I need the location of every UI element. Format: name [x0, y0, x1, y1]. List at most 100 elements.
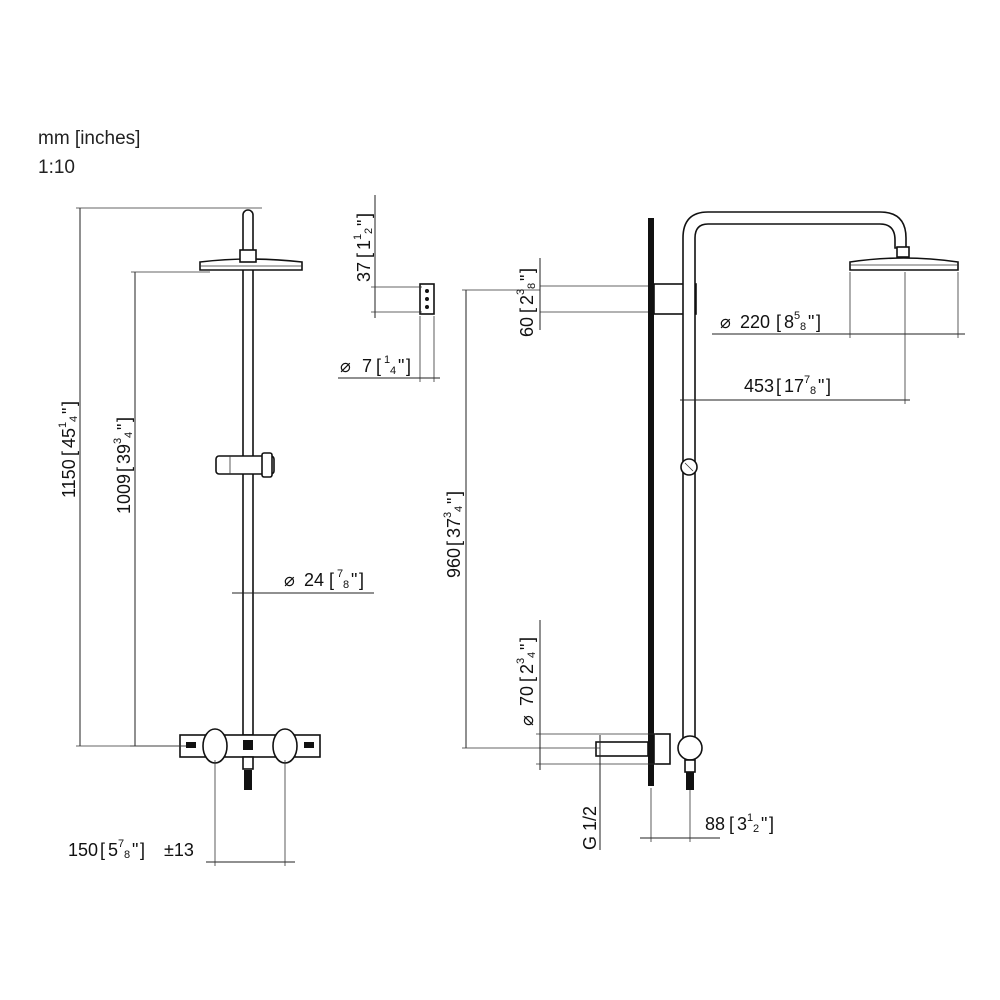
riser-and-arm	[682, 211, 907, 741]
svg-text:": "	[517, 644, 537, 650]
svg-text:⌀: ⌀	[340, 356, 351, 376]
svg-text:[: [	[59, 451, 79, 456]
units-label: mm [inches]	[38, 128, 141, 149]
svg-text:7: 7	[118, 838, 124, 850]
temp-handle	[202, 728, 228, 764]
svg-text:2: 2	[517, 295, 537, 305]
svg-text:1: 1	[57, 422, 69, 428]
svg-text:3: 3	[515, 658, 527, 664]
svg-text:4: 4	[526, 652, 538, 658]
svg-text:⌀: ⌀	[284, 570, 295, 590]
svg-text:": "	[398, 356, 404, 376]
svg-text:": "	[444, 498, 464, 504]
svg-text:]: ]	[354, 213, 374, 218]
svg-text:±13: ±13	[164, 840, 194, 860]
svg-text:7: 7	[337, 568, 343, 580]
shower-head-side	[849, 257, 959, 271]
svg-text:[: [	[729, 814, 734, 834]
svg-text:8: 8	[800, 321, 806, 333]
svg-text:5: 5	[794, 310, 800, 322]
svg-text:37: 37	[444, 518, 464, 538]
label-escutcheon: ⌀ 70 [ 2 3 4 " ]	[515, 637, 538, 726]
svg-text:39: 39	[114, 444, 134, 464]
svg-text:4: 4	[123, 432, 135, 438]
label-bracket-hole: ⌀ 7 [ 1 4 " ]	[340, 354, 411, 377]
svg-text:]: ]	[444, 491, 464, 496]
svg-text:150: 150	[68, 840, 98, 860]
svg-text:453: 453	[744, 376, 774, 396]
label-head-height: 1009 [ 39 3 4 " ]	[112, 417, 135, 514]
flow-handle	[272, 728, 298, 764]
svg-text:": "	[517, 275, 537, 281]
svg-text:": "	[354, 220, 374, 226]
svg-text:]: ]	[406, 356, 411, 376]
svg-text:1: 1	[352, 234, 364, 240]
svg-text:1: 1	[354, 240, 374, 250]
svg-text:5: 5	[108, 840, 118, 860]
svg-text:⌀: ⌀	[720, 312, 731, 332]
svg-text:[: [	[329, 570, 334, 590]
svg-text:1: 1	[747, 812, 753, 824]
side-view	[462, 211, 965, 850]
svg-text:[: [	[354, 253, 374, 258]
svg-text:8: 8	[784, 312, 794, 332]
svg-text:]: ]	[114, 417, 134, 422]
svg-text:3: 3	[442, 512, 454, 518]
label-bracket-height: 37 [ 1 1 2 " ]	[352, 213, 375, 282]
svg-text:[: [	[100, 840, 105, 860]
label-overall-height: 1150 [ 45 1 4 " ]	[57, 401, 80, 498]
svg-text:8: 8	[124, 849, 130, 861]
svg-text:[: [	[776, 312, 781, 332]
svg-text:37: 37	[354, 262, 374, 282]
svg-text:2: 2	[517, 664, 537, 674]
svg-text:]: ]	[816, 312, 821, 332]
svg-text:": "	[351, 570, 357, 590]
scale-label: 1:10	[38, 157, 75, 178]
svg-text:[: [	[517, 308, 537, 313]
svg-text:88: 88	[705, 814, 725, 834]
svg-text:2: 2	[363, 228, 375, 234]
svg-text:4: 4	[390, 365, 396, 377]
svg-text:2: 2	[753, 823, 759, 835]
label-projection: 453 [ 17 7 8 " ]	[744, 374, 831, 397]
svg-text:8: 8	[526, 283, 538, 289]
svg-text:960: 960	[444, 548, 464, 578]
svg-text:": "	[818, 376, 824, 396]
svg-text:[: [	[114, 467, 134, 472]
svg-text:8: 8	[810, 385, 816, 397]
head-joint	[239, 249, 257, 263]
valve-body	[677, 735, 703, 761]
svg-text:[: [	[376, 356, 381, 376]
svg-text:220: 220	[740, 312, 770, 332]
svg-text:4: 4	[453, 506, 465, 512]
svg-text:]: ]	[59, 401, 79, 406]
svg-text:7: 7	[362, 356, 372, 376]
svg-text:]: ]	[517, 637, 537, 642]
riser-pipe	[242, 264, 254, 736]
svg-text:1150: 1150	[59, 459, 79, 498]
svg-text:1009: 1009	[114, 474, 134, 514]
label-rail-diameter: ⌀ 24 [ 7 8 " ]	[284, 568, 364, 591]
svg-text:3: 3	[737, 814, 747, 834]
svg-text:24: 24	[304, 570, 324, 590]
label-head-diameter: ⌀ 220 [ 8 5 8 " ]	[720, 310, 821, 333]
svg-text:1: 1	[384, 354, 390, 366]
svg-text:]: ]	[140, 840, 145, 860]
svg-text:8: 8	[343, 579, 349, 591]
wall-bracket	[338, 195, 440, 382]
svg-text:[: [	[517, 677, 537, 682]
svg-text:]: ]	[359, 570, 364, 590]
svg-text:17: 17	[784, 376, 804, 396]
svg-text:[: [	[444, 541, 464, 546]
svg-text:]: ]	[769, 814, 774, 834]
svg-text:⌀: ⌀	[517, 715, 537, 726]
escutcheon	[653, 733, 671, 765]
svg-text:7: 7	[804, 374, 810, 386]
label-arm-height: 60 [ 2 3 8 " ]	[515, 268, 538, 337]
label-wall-offset: 88 [ 3 1 2 " ]	[705, 812, 774, 835]
hand-shower-holder	[215, 455, 275, 475]
svg-text:60: 60	[517, 317, 537, 337]
svg-text:70: 70	[517, 686, 537, 706]
label-centers: 150 [ 5 7 8 " ] ±13	[68, 838, 194, 861]
